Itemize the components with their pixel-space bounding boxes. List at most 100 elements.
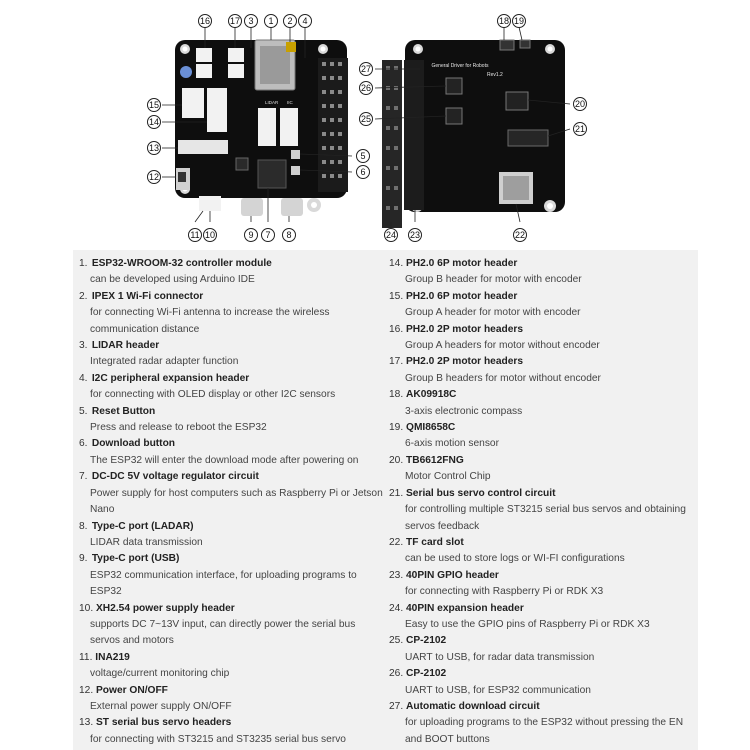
- legend-item: 4. I2C peripheral expansion header for co…: [79, 371, 384, 404]
- legend-item-name: PH2.0 2P motor headers: [406, 356, 524, 368]
- callout-8-label: 8: [286, 230, 291, 240]
- legend-item-name: AK09918C: [406, 389, 457, 401]
- legend-item-title: 21. Serial bus servo control circuit: [389, 486, 694, 502]
- legend-item-name: ESP32-WROOM-32 controller module: [91, 258, 272, 269]
- legend-item-description: LIDAR data transmission: [90, 536, 203, 548]
- legend-item-title: 6. Download button: [79, 436, 384, 452]
- legend-item-title: 13. ST serial bus servo headers: [79, 715, 384, 731]
- lidar-silk-label: LIDAR: [265, 100, 279, 105]
- legend-item-number: 6.: [79, 438, 88, 450]
- callout-10-label: 10: [205, 230, 215, 240]
- legend-item-title: 22. TF card slot: [389, 535, 694, 551]
- legend-item: 11. INA219 voltage/current monitoring chi…: [79, 650, 384, 683]
- callout-3-label: 3: [248, 16, 253, 26]
- callout-22-label: 22: [515, 230, 525, 240]
- legend-item-number: 9.: [79, 553, 88, 565]
- legend-item-number: 24.: [389, 602, 404, 614]
- legend-item-number: 3.: [79, 340, 88, 352]
- legend-item-title: 20. TB6612FNG: [389, 453, 694, 469]
- legend-item-description: for connecting with ST3215 and ST3235 se…: [90, 733, 346, 745]
- legend-item-title: 19. QMI8658C: [389, 420, 694, 436]
- legend-item-number: 5.: [79, 405, 88, 417]
- legend-item-description: Motor Control Chip: [405, 471, 491, 483]
- legend-item-number: 17.: [389, 356, 404, 368]
- legend-item: 20. TB6612FNG Motor Control Chip: [389, 453, 694, 486]
- legend-item-title: 12. Power ON/OFF: [79, 683, 384, 699]
- callout-27-label: 27: [361, 64, 371, 74]
- callout-1: 1: [264, 14, 278, 28]
- callout-20-label: 20: [575, 99, 585, 109]
- callout-8: 8: [282, 228, 296, 242]
- legend-item-title: 27. Automatic download circuit: [389, 699, 694, 715]
- legend-item-number: 18.: [389, 389, 404, 401]
- legend-item-number: 15.: [389, 290, 404, 302]
- legend-item-description: 3-axis electronic compass: [405, 405, 523, 417]
- callout-16-label: 16: [200, 16, 210, 26]
- legend-item-name: IPEX 1 Wi-Fi connector: [91, 290, 204, 302]
- legend-item-name: Automatic download circuit: [406, 700, 540, 712]
- legend-item-title: 18. AK09918C: [389, 387, 694, 403]
- legend-item-description: Group B header for motor with encoder: [405, 274, 582, 286]
- legend-item-name: QMI8658C: [406, 422, 456, 434]
- legend-item-number: 14.: [389, 258, 404, 269]
- legend-item-name: Serial bus servo control circuit: [406, 487, 556, 499]
- legend-item-name: Type-C port (USB): [91, 553, 180, 565]
- legend-item-number: 26.: [389, 668, 404, 680]
- legend-item-title: 10. XH2.54 power supply header: [79, 601, 384, 617]
- legend-item-description: External power supply ON/OFF: [90, 700, 232, 712]
- legend-item-name: INA219: [95, 651, 130, 663]
- callout-21-label: 21: [575, 124, 585, 134]
- callout-6: 6: [356, 165, 370, 179]
- callout-25-label: 25: [361, 114, 371, 124]
- callout-5-label: 5: [360, 151, 365, 161]
- legend-item-description: 6-axis motion sensor: [405, 438, 499, 450]
- legend-item-name: ST serial bus servo headers: [96, 717, 232, 729]
- legend-item: 13. ST serial bus servo headers for conne…: [79, 715, 384, 748]
- legend-item-title: 14. PH2.0 6P motor header: [389, 256, 694, 272]
- legend-item-description: for connecting Wi-Fi antenna to increase…: [90, 307, 330, 335]
- legend-item-description: voltage/current monitoring chip: [90, 668, 230, 680]
- callout-2-label: 2: [287, 16, 292, 26]
- legend-item-name: DC-DC 5V voltage regulator circuit: [91, 471, 259, 483]
- callout-25: 25: [359, 112, 373, 126]
- legend-item-description: for connecting with OLED display or othe…: [90, 389, 336, 401]
- legend-item-name: Type-C port (LADAR): [91, 520, 194, 532]
- legend-item-title: 4. I2C peripheral expansion header: [79, 371, 384, 387]
- legend-item-description: Integrated radar adapter function: [90, 356, 239, 368]
- legend-item-title: 1. ESP32-WROOM-32 controller module: [79, 256, 384, 272]
- legend-item-description: for connecting with Raspberry Pi or RDK …: [405, 586, 604, 598]
- legend-item-title: 26. CP-2102: [389, 666, 694, 682]
- legend-item-name: CP-2102: [406, 635, 447, 647]
- callout-15-label: 15: [149, 100, 159, 110]
- callout-1-label: 1: [268, 16, 273, 26]
- legend-item-title: 9. Type-C port (USB): [79, 551, 384, 567]
- callout-11: 11: [188, 228, 202, 242]
- legend-item-number: 27.: [389, 700, 404, 712]
- legend-item-description: Power supply for host computers such as …: [90, 487, 383, 516]
- legend-item-number: 23.: [389, 569, 404, 581]
- board-silk-version: Rev1.2: [487, 72, 503, 78]
- callout-18-label: 18: [499, 16, 509, 26]
- legend-item-number: 11.: [79, 651, 93, 663]
- legend-item-number: 19.: [389, 422, 404, 434]
- legend-item-description: Press and release to reboot the ESP32: [90, 422, 267, 434]
- legend-item-title: 16. PH2.0 2P motor headers: [389, 322, 694, 338]
- legend-item-description: ESP32 communication interface, for uploa…: [90, 569, 357, 598]
- callout-17-label: 17: [230, 16, 240, 26]
- callout-9: 9: [244, 228, 258, 242]
- callout-18: 18: [497, 14, 511, 28]
- legend-item-description: Group B headers for motor without encode…: [405, 372, 601, 384]
- legend-item-number: 22.: [389, 536, 404, 548]
- legend-item-title: 8. Type-C port (LADAR): [79, 519, 384, 535]
- legend-item-description: UART to USB, for ESP32 communication: [405, 684, 591, 696]
